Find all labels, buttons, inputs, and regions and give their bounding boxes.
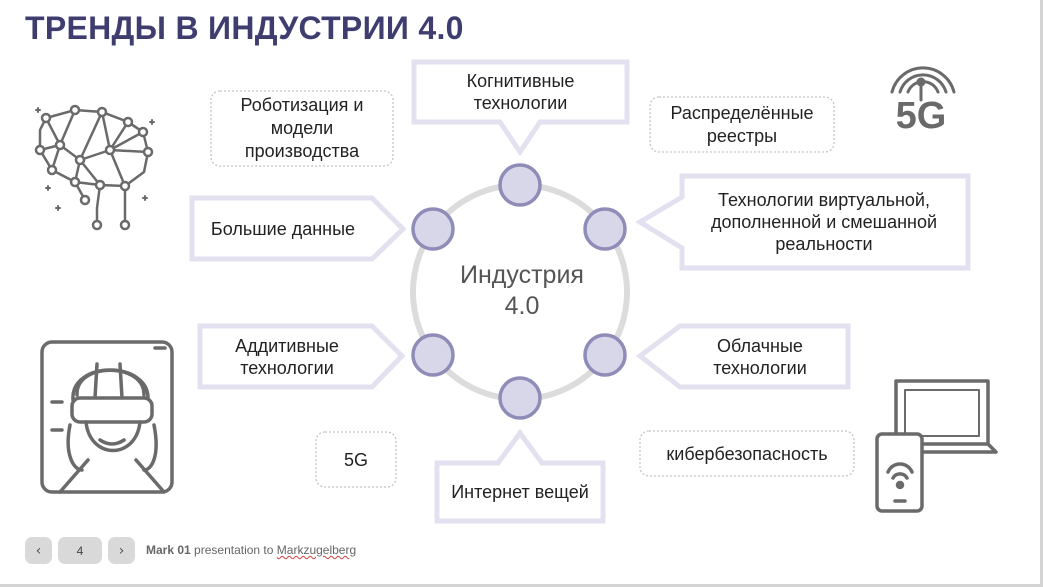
node-bottom [498, 376, 542, 420]
trend-cloud-line2: технологии [713, 357, 807, 378]
note-robotization-line1: Роботизация и [240, 95, 364, 115]
next-slide-button[interactable]: › [108, 537, 135, 564]
note-robotization: Роботизация и модели производства [211, 93, 393, 164]
slide-edge-right [1040, 0, 1043, 587]
note-robotization-line3: производства [244, 141, 360, 161]
footer-caption: Mark 01 presentation to Markzugelberg [146, 543, 356, 557]
footer-presentation-to: presentation to [194, 543, 274, 557]
center-label-line1: Индустрия [460, 261, 584, 289]
arrow-vr [635, 173, 971, 271]
trend-vr-line1: Технологии виртуальной, [718, 190, 930, 210]
center-label-line2: 4.0 [504, 292, 540, 320]
5g-icon: 5G [890, 66, 956, 137]
note-distributed-line1: Распределённые [670, 102, 814, 123]
laptop-phone-icon [875, 379, 998, 513]
note-distributed-line2: реестры [706, 125, 778, 146]
footer-recipient: Markzugelberg [276, 543, 357, 557]
trend-additive-line1: Аддитивные [235, 335, 339, 356]
note-5g: 5G [343, 449, 368, 470]
trend-cognitive-line1: Когнитивные [466, 71, 575, 91]
note-cyber: кибербезопасность [666, 443, 828, 464]
trend-cognitive-line2: технологии [473, 93, 568, 113]
trend-vr-line3: реальности [775, 234, 873, 254]
trend-cloud: Облачные технологии [672, 326, 848, 387]
node-lower-right [583, 333, 627, 377]
arrow-iot [434, 428, 606, 524]
note-robotization-line2: модели [270, 118, 334, 138]
arrow-big-data [189, 195, 407, 262]
trend-cognitive: Когнитивные технологии [414, 66, 627, 118]
vr-person-icon [40, 340, 174, 494]
trend-big-data: Большие данные [210, 218, 356, 239]
arrow-cognitive [411, 59, 630, 157]
page-number: 4 [58, 537, 102, 564]
node-top [498, 163, 542, 207]
note-cyber-box [639, 430, 855, 477]
brain-network-icon [34, 104, 155, 231]
trend-additive: Аддитивные технологии [200, 326, 374, 387]
arrow-additive [197, 323, 406, 390]
slide-edge-bottom [0, 584, 1043, 587]
node-upper-left [411, 207, 455, 251]
node-lower-left [411, 333, 455, 377]
trend-iot: Интернет вещей [451, 482, 589, 502]
note-robotization-box [210, 90, 394, 167]
node-upper-right [583, 207, 627, 251]
note-5g-box [315, 431, 397, 488]
5g-icon-label: 5G [896, 95, 947, 137]
slide-title: ТРЕНДЫ В ИНДУСТРИИ 4.0 [25, 10, 464, 46]
trend-vr-line2: дополненной и смешанной [710, 212, 938, 232]
note-distributed-box [649, 96, 835, 153]
prev-slide-button[interactable]: ‹ [25, 537, 52, 564]
trend-cloud-line1: Облачные [717, 335, 803, 356]
note-distributed: Распределённые реестры [650, 99, 834, 150]
footer-author: Mark 01 [146, 543, 191, 557]
trend-additive-line2: технологии [240, 357, 334, 378]
center-label: Индустрия 4.0 [432, 260, 612, 322]
arrow-cloud [635, 323, 851, 390]
trend-vr: Технологии виртуальной, дополненной и см… [684, 179, 964, 265]
